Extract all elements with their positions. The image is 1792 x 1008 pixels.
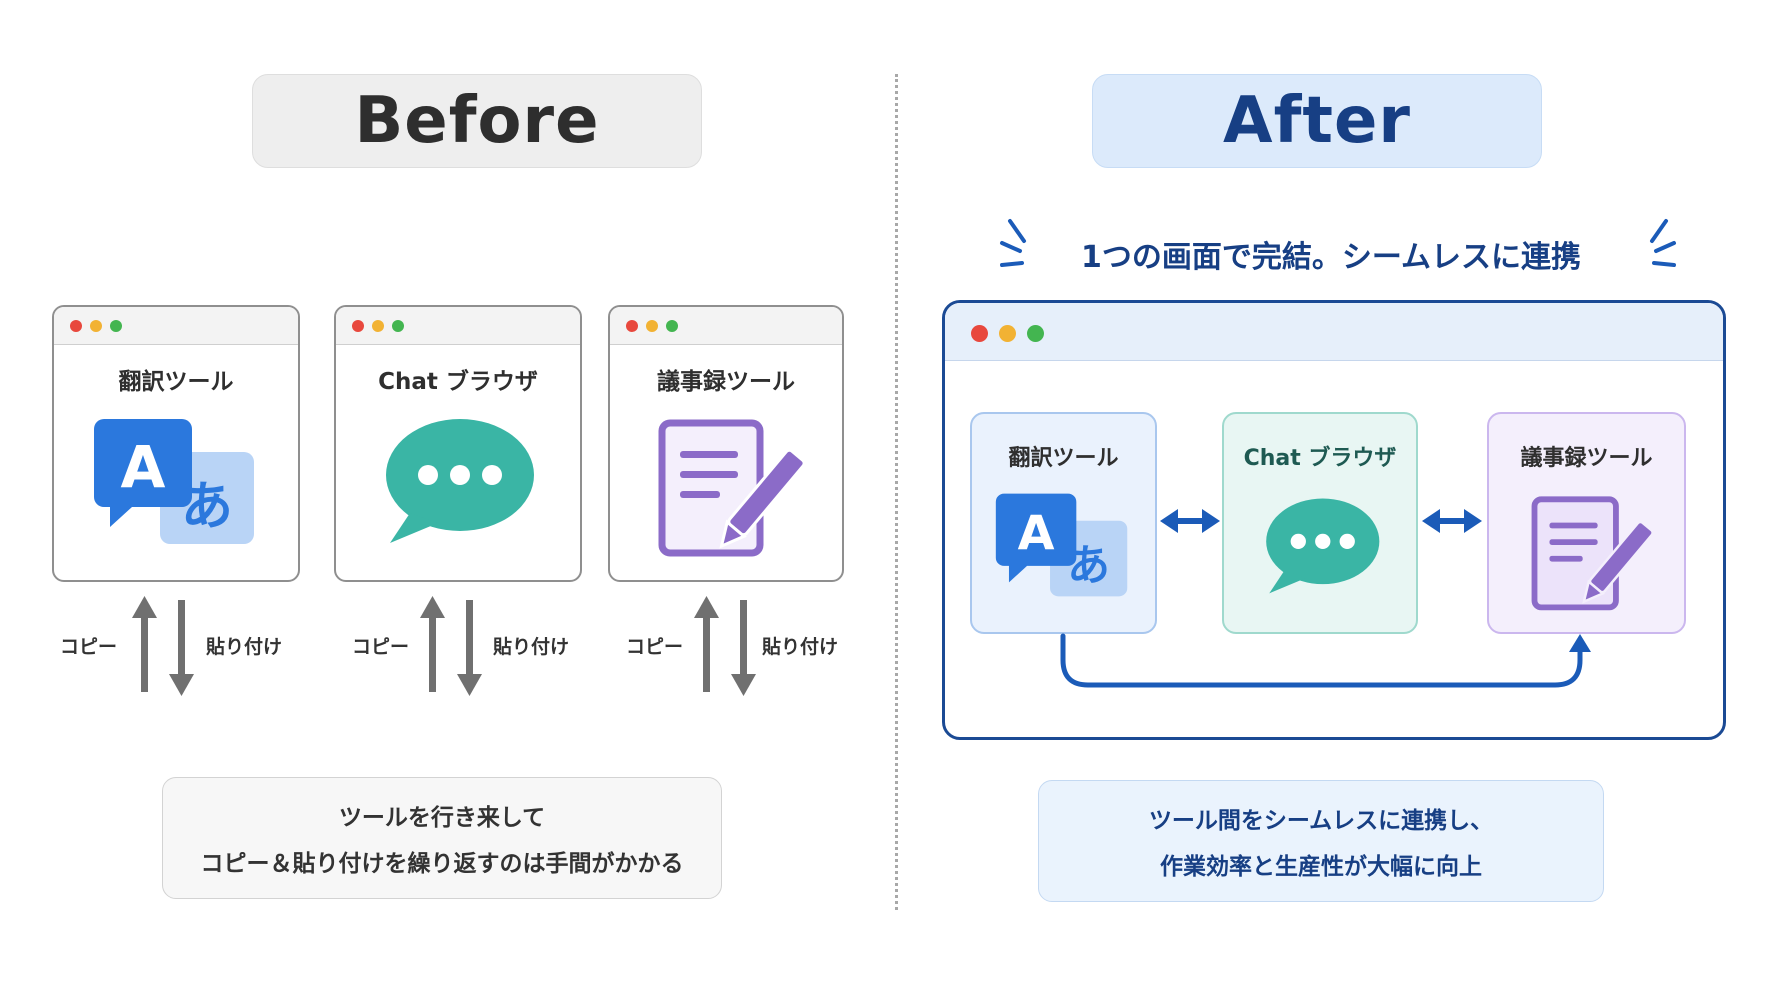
paste-label: 貼り付け: [206, 636, 283, 658]
before-window-minutes: 議事録ツール: [608, 305, 844, 582]
close-dot-icon: [971, 325, 988, 342]
copy-label: コピー: [352, 636, 410, 658]
minimize-dot-icon: [372, 320, 384, 332]
window-title: 翻訳ツール: [118, 369, 234, 395]
maximize-dot-icon: [110, 320, 122, 332]
maximize-dot-icon: [666, 320, 678, 332]
window-title: 議事録ツール: [657, 369, 795, 395]
copy-label: コピー: [626, 636, 684, 658]
minimize-dot-icon: [999, 325, 1016, 342]
after-card-minutes: 議事録ツール: [1487, 412, 1686, 634]
sparkle-right-icon: [1650, 219, 1676, 267]
before-window-translate: 翻訳ツール あ A: [52, 305, 300, 582]
paste-label: 貼り付け: [762, 636, 839, 658]
card-title: 議事録ツール: [1520, 446, 1653, 471]
window-titlebar: [336, 307, 580, 345]
after-note: ツール間をシームレスに連携し、 作業効率と生産性が大幅に向上: [1038, 780, 1604, 902]
window-titlebar: [610, 307, 842, 345]
maximize-dot-icon: [1027, 325, 1044, 342]
card-title: Chat ブラウザ: [1243, 446, 1397, 471]
maximize-dot-icon: [392, 320, 404, 332]
chat-bubble-icon: [1266, 498, 1380, 594]
window-title: Chat ブラウザ: [378, 369, 538, 395]
sparkle-left-icon: [1000, 219, 1026, 267]
chat-bubble-icon: [386, 419, 534, 543]
before-note-line2: コピー＆貼り付けを繰り返すのは手間がかかる: [200, 851, 684, 877]
before-note-line1: ツールを行き来して: [338, 805, 546, 831]
before-window-chat: Chat ブラウザ: [334, 305, 582, 582]
minimize-dot-icon: [646, 320, 658, 332]
after-note-line1: ツール間をシームレスに連携し、: [1148, 808, 1494, 834]
before-note: ツールを行き来して コピー＆貼り付けを繰り返すのは手間がかかる: [162, 777, 722, 899]
close-dot-icon: [70, 320, 82, 332]
section-divider: [895, 74, 898, 910]
after-headline: 1つの画面で完結。シームレスに連携: [1081, 240, 1581, 275]
before-heading: Before: [252, 74, 702, 168]
translate-icon: あ A: [995, 493, 1128, 597]
document-pen-icon: [1531, 496, 1654, 611]
window-titlebar: [945, 303, 1723, 361]
after-note-line2: 作業効率と生産性が大幅に向上: [1160, 854, 1482, 880]
after-card-translate: 翻訳ツール あ A: [970, 412, 1157, 634]
close-dot-icon: [352, 320, 364, 332]
document-pen-icon: [658, 419, 806, 557]
paste-label: 貼り付け: [493, 636, 570, 658]
card-title: 翻訳ツール: [1008, 446, 1119, 471]
minimize-dot-icon: [90, 320, 102, 332]
translate-icon: あ A: [94, 419, 254, 544]
copy-label: コピー: [60, 636, 118, 658]
svg-text:A: A: [121, 433, 166, 501]
svg-text:A: A: [1018, 507, 1055, 562]
window-titlebar: [54, 307, 298, 345]
after-card-chat: Chat ブラウザ: [1222, 412, 1418, 634]
copy-paste-arrows: [132, 596, 756, 696]
close-dot-icon: [626, 320, 638, 332]
after-heading: After: [1092, 74, 1542, 168]
